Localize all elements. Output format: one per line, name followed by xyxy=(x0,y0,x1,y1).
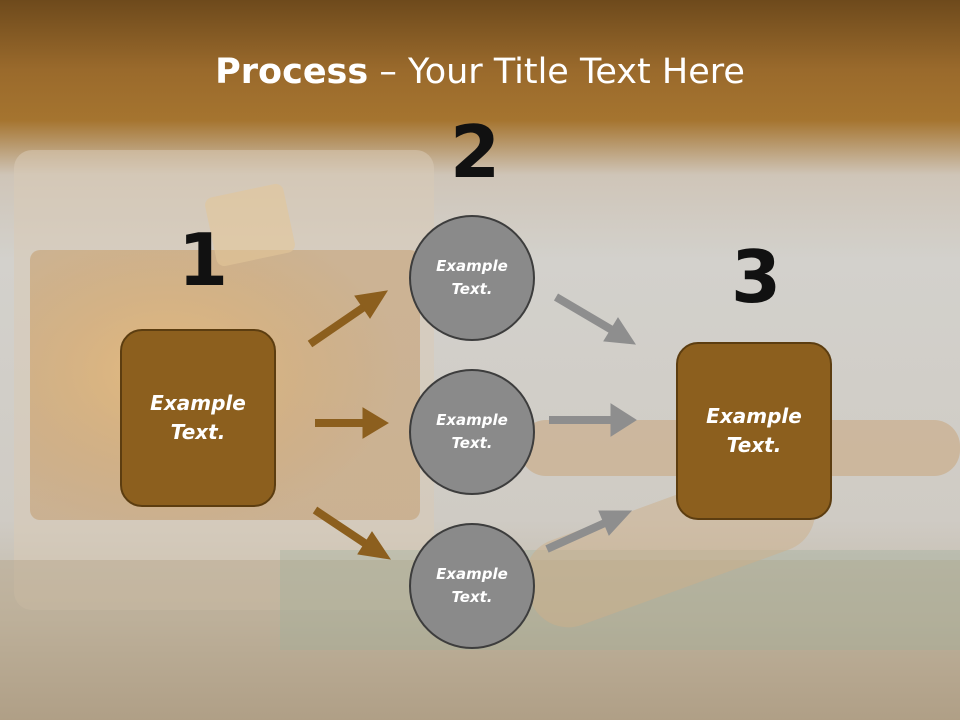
box-line-1: Example xyxy=(150,391,246,415)
box-line-2: Text. xyxy=(170,420,226,444)
title-bold: Process xyxy=(215,52,369,92)
arrow-icon xyxy=(545,510,633,553)
circle-line-2: Text. xyxy=(451,434,493,452)
circle-line-2: Text. xyxy=(451,588,493,606)
step-3-box: Example Text. xyxy=(676,342,832,520)
step-2-circle-top: Example Text. xyxy=(409,215,535,341)
circle-line-1: Example xyxy=(436,565,508,583)
circle-line-1: Example xyxy=(436,411,508,429)
circle-line-2: Text. xyxy=(451,280,493,298)
step-number-3: 3 xyxy=(731,235,782,319)
box-line-2: Text. xyxy=(726,433,782,457)
title-dash: – xyxy=(368,52,408,92)
step-2-circle-middle: Example Text. xyxy=(409,369,535,495)
arrow-icon xyxy=(307,290,389,348)
arrow-icon xyxy=(315,407,389,439)
step-2-circle-bottom: Example Text. xyxy=(409,523,535,649)
slide-title: Process – Your Title Text Here xyxy=(0,52,960,92)
arrow-icon xyxy=(553,293,636,345)
ice-cube xyxy=(205,183,295,267)
step-number-2: 2 xyxy=(450,110,501,194)
step-1-box: Example Text. xyxy=(120,329,276,507)
arrow-icon xyxy=(549,403,637,437)
title-text: Your Title Text Here xyxy=(407,52,745,92)
arrow-icon xyxy=(312,506,392,560)
circle-line-1: Example xyxy=(436,257,508,275)
step-number-1: 1 xyxy=(178,218,229,302)
box-line-1: Example xyxy=(706,404,802,428)
